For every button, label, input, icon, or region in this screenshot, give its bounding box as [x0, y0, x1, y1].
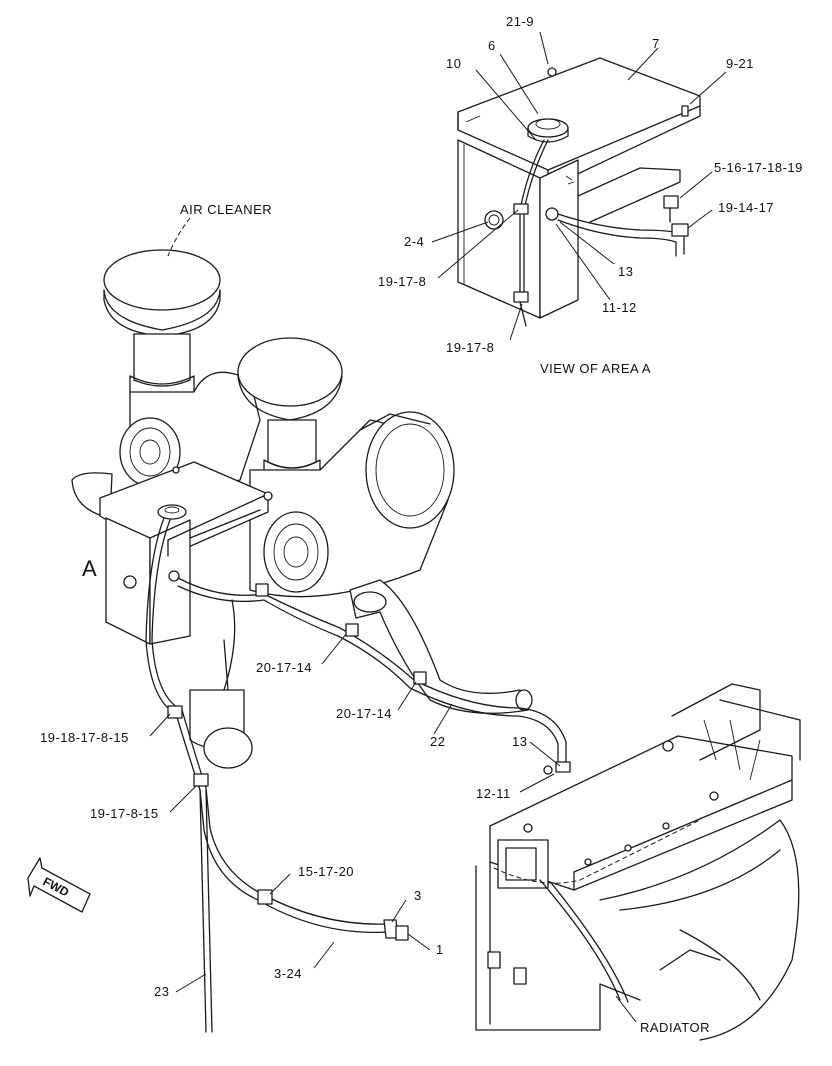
- callout-3-24: 3-24: [274, 966, 302, 981]
- fan-shroud: [599, 819, 800, 1041]
- detail-bracket-top: [457, 57, 701, 171]
- fitting-13-radiator: [555, 761, 571, 773]
- callout-19-17-8-top: 19-17-8: [378, 274, 426, 289]
- callout-12-11: 12-11: [476, 786, 511, 801]
- callout-22: 22: [430, 734, 445, 749]
- callout-5-16-17-18-19: 5-16-17-18-19: [714, 160, 803, 175]
- clip-19-17-8-15: [193, 773, 209, 787]
- engine-block-upper: [671, 683, 761, 761]
- hose-22: [177, 577, 571, 773]
- overflow-tank-assembly: [99, 461, 273, 715]
- callout-23: 23: [154, 984, 169, 999]
- callout-19-18-17-8-15: 19-18-17-8-15: [40, 730, 129, 745]
- detail-sight-glass: [484, 210, 504, 230]
- detail-tank-side: [457, 139, 541, 319]
- clip-20-17-14-a: [255, 583, 269, 597]
- callout-19-17-8-15: 19-17-8-15: [90, 806, 159, 821]
- callout-19-14-17: 19-14-17: [718, 200, 774, 215]
- vent-line-upper: [145, 517, 177, 715]
- tank-fill-cap: [157, 504, 187, 520]
- callout-6: 6: [488, 38, 496, 53]
- callout-9-21: 9-21: [726, 56, 754, 71]
- tank-front: [149, 519, 191, 645]
- air-cleaner-end-cover-right: [365, 411, 455, 529]
- detail-tank-front: [539, 159, 579, 319]
- callout-3: 3: [414, 888, 422, 903]
- callout-20-17-14-a: 20-17-14: [256, 660, 312, 675]
- callout-7: 7: [652, 36, 660, 51]
- intake-stack-right: [267, 419, 317, 469]
- callout-2-4: 2-4: [404, 234, 424, 249]
- tube-23: [199, 789, 207, 1033]
- callout-20-17-14-b: 20-17-14: [336, 706, 392, 721]
- clip-19-18-17-8-15: [167, 705, 183, 719]
- leader-lines: [149, 31, 727, 1023]
- callout-13-mid: 13: [512, 734, 527, 749]
- label-area-a: A: [82, 556, 97, 581]
- precleaner-cap-right: [237, 337, 343, 407]
- air-cleaner-assembly: [71, 249, 533, 769]
- hose-3-24: [175, 713, 389, 934]
- fitting-1: [395, 925, 409, 941]
- tank-outlet-fitting: [168, 570, 180, 582]
- text-labels: AIR CLEANER A VIEW OF AREA A RADIATOR 21…: [40, 14, 803, 1035]
- callout-13-top: 13: [618, 264, 633, 279]
- callout-21-9: 21-9: [506, 14, 534, 29]
- drain-lines: [167, 705, 409, 1033]
- air-cleaner-inlet-right: [263, 511, 329, 593]
- label-view-of-area-a: VIEW OF AREA A: [540, 361, 651, 376]
- callout-15-17-20: 15-17-20: [298, 864, 354, 879]
- callout-1: 1: [436, 942, 444, 957]
- intake-stack-left: [133, 333, 191, 387]
- callout-11-12: 11-12: [602, 300, 637, 315]
- detail-clamp-19-14-17: [671, 223, 689, 237]
- fwd-arrow: FWD: [27, 857, 91, 913]
- radiator-frame-left: [475, 865, 641, 1031]
- detail-fill-cap: [527, 118, 569, 138]
- lower-cap: [203, 727, 253, 769]
- detail-view-area-a: [457, 57, 701, 327]
- callout-10: 10: [446, 56, 461, 71]
- outlet-tube: [349, 579, 529, 714]
- detail-bolt-9-21: [681, 105, 689, 117]
- label-radiator: RADIATOR: [640, 1020, 710, 1035]
- detail-bolt-21-9: [547, 67, 557, 77]
- detail-clip-lower: [513, 291, 529, 303]
- precleaner-cap-left: [103, 249, 221, 311]
- detail-clamp-5-16: [663, 195, 679, 209]
- clip-15-17-20: [257, 889, 273, 905]
- clip-20-17-14-c: [413, 671, 427, 685]
- detail-outlet-fitting: [545, 207, 559, 221]
- callout-19-17-8-bottom: 19-17-8: [446, 340, 494, 355]
- detail-clip-upper: [513, 203, 529, 215]
- label-air-cleaner: AIR CLEANER: [180, 202, 272, 217]
- tank-sight-glass: [123, 575, 137, 589]
- clip-20-17-14-b: [345, 623, 359, 637]
- radiator-assembly: [475, 683, 801, 1041]
